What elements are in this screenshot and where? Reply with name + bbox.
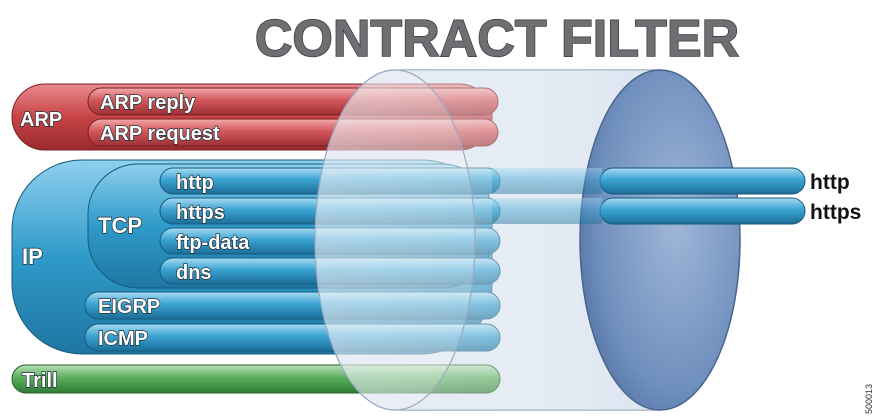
- arp-reply-label: ARP reply: [100, 92, 196, 114]
- figure-id: 500013: [864, 384, 874, 414]
- http-label: http: [176, 172, 214, 194]
- arp-group-label: ARP: [20, 109, 62, 131]
- icmp-label: ICMP: [98, 328, 148, 350]
- http-output-label: http: [810, 171, 850, 194]
- https-passthrough: [492, 198, 602, 224]
- ftp-data-label: ftp-data: [176, 232, 250, 254]
- https-label: https: [176, 202, 225, 224]
- filter-disc: [579, 69, 741, 411]
- filter-cylinder-front-rim: [314, 69, 476, 411]
- trill-label: Trill: [22, 370, 58, 392]
- https-output-label: https: [810, 201, 861, 224]
- http-passthrough: [492, 168, 602, 194]
- eigrp-label: EIGRP: [98, 296, 160, 318]
- tcp-group-label: TCP: [98, 213, 142, 238]
- https-permitted-tube: [599, 197, 806, 225]
- dns-label: dns: [176, 262, 212, 284]
- diagram-title: CONTRACT FILTER: [255, 10, 739, 68]
- http-permitted-tube: [599, 167, 806, 195]
- arp-request-label: ARP request: [100, 123, 220, 145]
- ip-group-label: IP: [22, 244, 43, 269]
